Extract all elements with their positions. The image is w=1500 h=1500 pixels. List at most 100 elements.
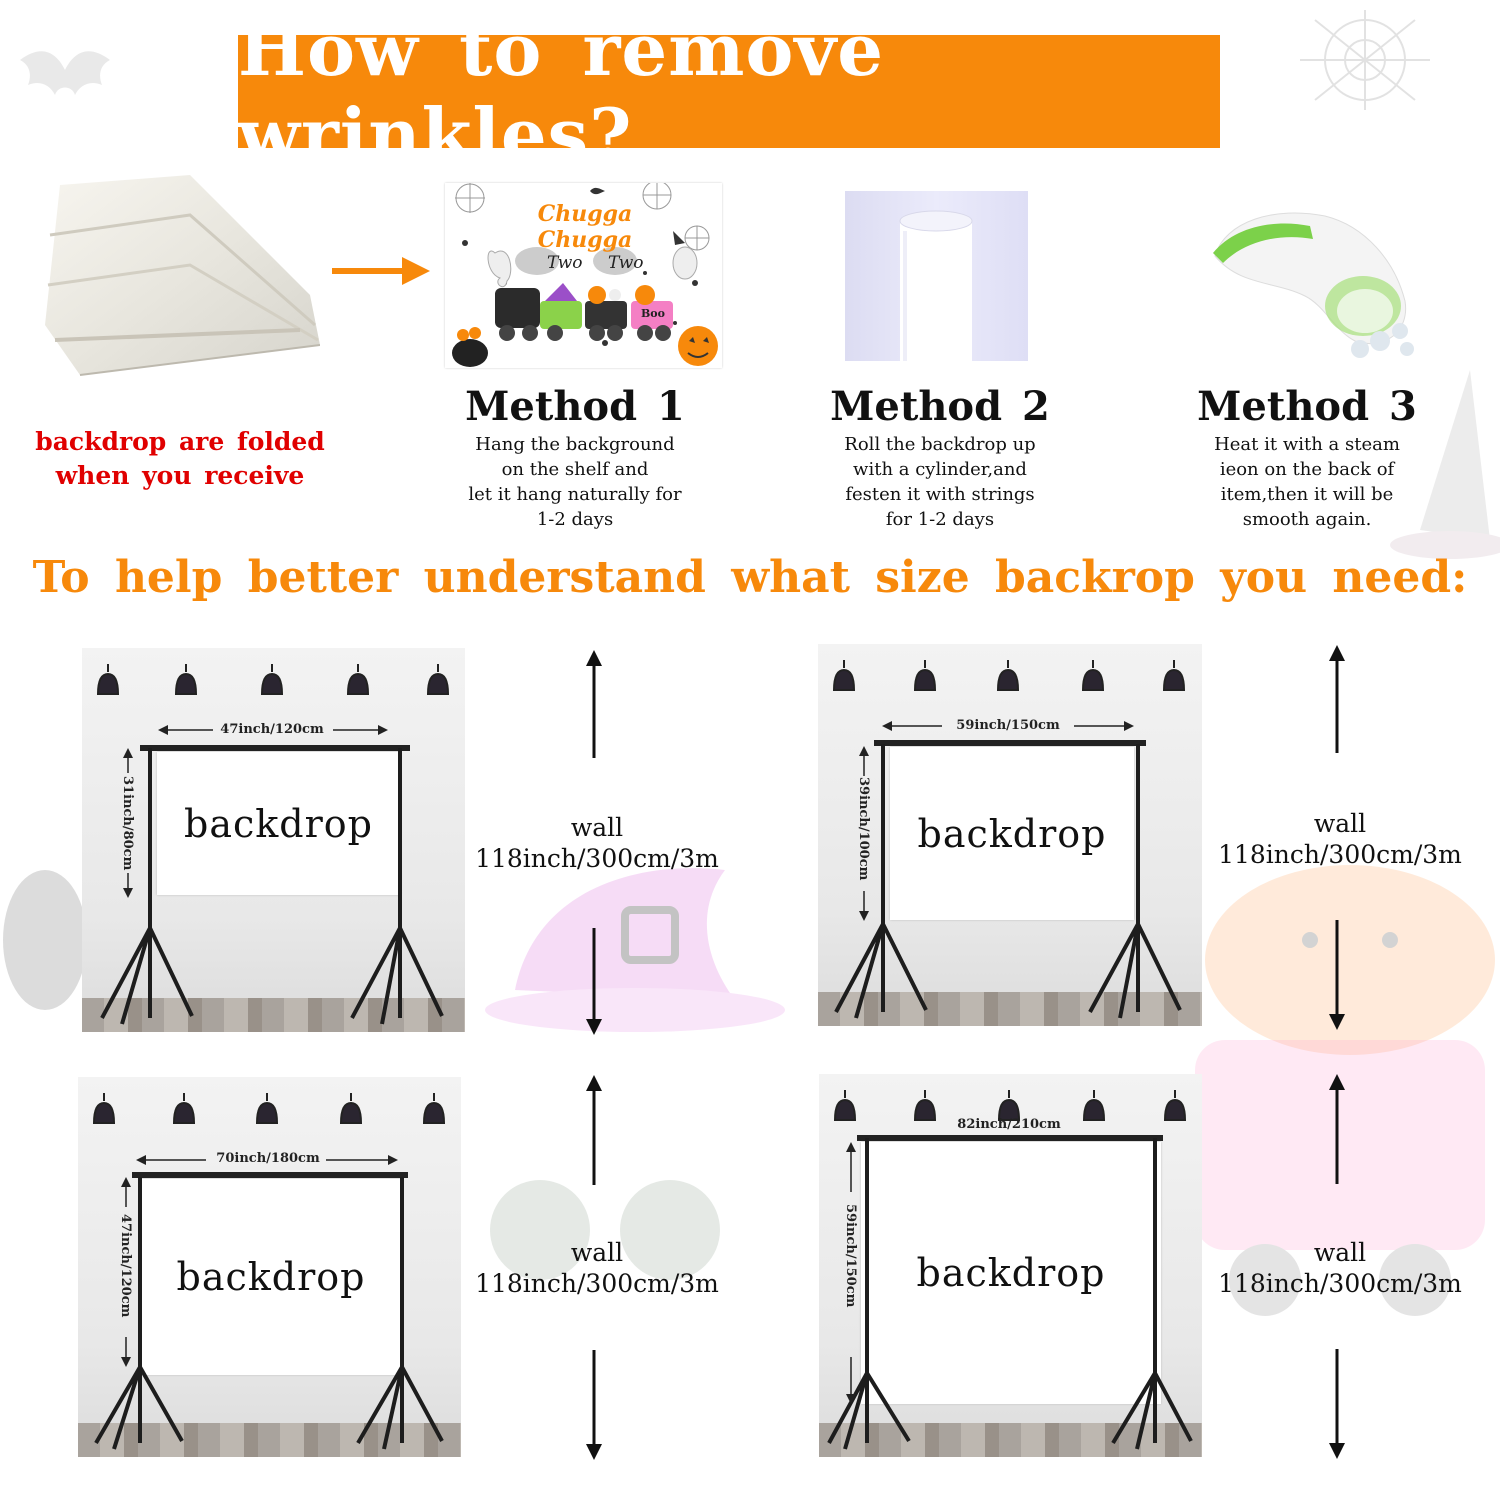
method-line: with a cylinder,and [853,459,1027,480]
lamp-icon [1082,1090,1106,1121]
method-description: Heat it with a steam ieon on the back of… [1172,432,1442,532]
size-headline: To help better understand what size back… [32,552,1468,603]
method-description: Hang the background on the shelf and let… [440,432,710,532]
lamp-icon [1162,660,1186,691]
height-dimension-arrow [121,1177,131,1367]
lamp-icon [913,1090,937,1121]
crossbar [132,1172,408,1178]
stand [100,748,444,1025]
pumpkin-icon [1205,865,1495,1055]
folded-note-line: backdrop are folded [35,427,325,456]
method-line: Roll the backdrop up [844,434,1036,455]
width-label: 70inch/180cm [216,1151,320,1166]
cylinder-roll [899,210,973,361]
method-line: Hang the background [475,434,675,455]
lamp-icon [255,1093,279,1124]
height-dimension-arrow [859,746,869,921]
backdrop-area: backdrop [140,1179,402,1375]
right-arrow-icon [332,257,430,285]
height-label: 47inch/120cm [118,1214,133,1318]
size-panel-4: backdrop 82inch/210cm 59inch/150cm [819,1074,1202,1457]
wall-label-1: wall 118inch/300cm/3m [462,812,732,874]
method-title: Method 1 [465,383,685,430]
method-title: Method 3 [1197,383,1417,430]
lamp-icon [422,1093,446,1124]
skull-icon [3,870,87,1010]
lamp-icon [832,660,856,691]
lamp-icon [997,1090,1021,1121]
wall-label: wall [1313,809,1367,838]
sample-print-word: Two [608,253,644,273]
backdrop-label: backdrop [176,1255,366,1299]
folded-note-line: when you receive [55,461,305,490]
crossbar [874,740,1146,746]
method-line: 1-2 days [536,509,614,530]
lamp-icon [1081,660,1105,691]
witch-hat-icon [485,868,785,1032]
page-title: How to remove wrinkles? [238,6,885,177]
rolled-backdrop-image [845,191,1028,361]
method-line: ieon on the back of [1219,459,1395,480]
lamp-icon [260,664,284,695]
method-line: smooth again. [1242,509,1372,530]
backdrop-area: backdrop [157,752,400,895]
lamp-icon [172,1093,196,1124]
sample-backdrop-print: Chugga Chugga Two Two Boo [445,183,722,368]
method-line: for 1-2 days [885,509,995,530]
wall-height-arrow [586,650,602,1035]
lamp-icon [339,1093,363,1124]
width-label: 82inch/210cm [957,1117,1061,1132]
lamp-icon [92,1093,116,1124]
lamp-icon [96,664,120,695]
height-label: 59inch/150cm [843,1204,858,1308]
size-panel-3: backdrop 70inch/180cm 47inch/120cm [78,1077,461,1457]
wall-label-4: wall 118inch/300cm/3m [1205,1237,1475,1299]
width-label: 47inch/120cm [220,722,324,737]
wall-height-arrow [586,1075,602,1460]
lamp-icon [346,664,370,695]
folded-backdrop-image [45,175,320,376]
wall-height-arrow [1329,645,1345,1030]
sample-print-art [452,183,718,367]
stand [834,744,1182,1019]
stand [94,1177,444,1450]
train-wheel-icon [490,1180,720,1280]
method-line: let it hang naturally for [468,484,682,505]
size-panel-1: backdrop 47inch/120cm 31inch/80cm [82,648,465,1032]
wall-label: wall [570,813,624,842]
method-2: Method 2 Roll the backdrop up with a cyl… [805,383,1075,532]
wall-label: wall [1313,1238,1367,1267]
height-dimension-arrow [846,1142,856,1404]
wall-label: wall [570,1238,624,1267]
lamp-icon [833,1090,857,1121]
height-dimension-arrow [123,748,133,898]
size-panel-2: backdrop 59inch/150cm 39inch/100cm [818,644,1202,1026]
height-label: 39inch/100cm [856,777,871,881]
wall-size: 118inch/300cm/3m [1218,1269,1462,1298]
method-line: on the shelf and [501,459,649,480]
wall-label-2: wall 118inch/300cm/3m [1205,808,1475,870]
witch-hat-icon [1390,370,1500,559]
stand [827,1138,1193,1450]
backdrop-label: backdrop [184,801,373,846]
train-car-icon [1195,1040,1485,1316]
wall-size: 118inch/300cm/3m [1218,840,1462,869]
method-line: festen it with strings [845,484,1035,505]
method-1: Method 1 Hang the background on the shel… [440,383,710,532]
wall-size: 118inch/300cm/3m [475,844,719,873]
steam-iron-icon [1213,212,1414,358]
title-banner: How to remove wrinkles? [238,7,1220,177]
method-3: Method 3 Heat it with a steam ieon on th… [1172,383,1442,532]
lamp-icon [174,664,198,695]
wall-height-arrow [1329,1074,1345,1459]
bat-icon [20,51,110,95]
backdrop-area: backdrop [861,1142,1161,1404]
crossbar [140,745,410,751]
width-dimension-arrow [158,725,388,735]
backdrop-label: backdrop [916,1251,1106,1295]
lamp-icon [913,660,937,691]
width-label: 59inch/150cm [956,718,1060,733]
width-dimension-arrow [882,721,1134,731]
spider-web-icon [1300,10,1430,110]
method-line: Heat it with a steam [1214,434,1400,455]
